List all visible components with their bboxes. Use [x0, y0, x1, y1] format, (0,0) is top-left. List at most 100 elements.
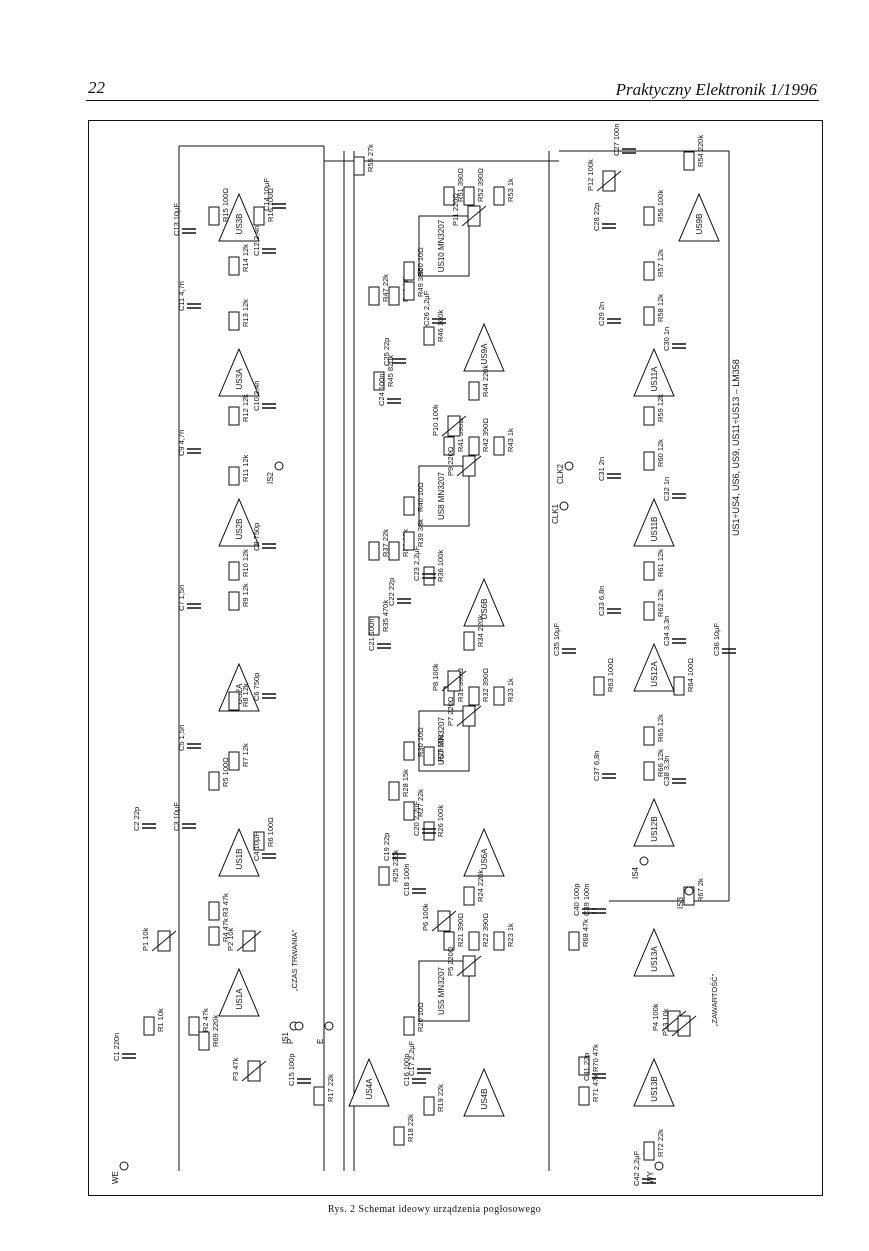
op-amp-us11b [633, 497, 675, 547]
op-amp-label-us13b: US13B [650, 1076, 659, 1101]
resistor-r46 [423, 326, 435, 346]
resistor-r2 [188, 1016, 200, 1036]
resistor-label-r16: R16 100Ω [266, 188, 275, 222]
resistor-r68 [568, 931, 580, 951]
op-amp-us4b [463, 1067, 505, 1117]
resistor-r64 [673, 676, 685, 696]
pot-wiper-p10 [441, 415, 467, 437]
resistor-r13 [228, 311, 240, 331]
resistor-label-r61: R61 12k [656, 549, 665, 577]
resistor-r20 [403, 1016, 415, 1036]
capacitor-label-c16: C16 100p [402, 1053, 411, 1086]
resistor-r42 [468, 436, 480, 456]
capacitor-label-c22: C22 22p [387, 578, 396, 606]
op-amp-us3b [218, 192, 260, 242]
resistor-label-r26: R26 100k [436, 805, 445, 837]
resistor-r36 [423, 566, 435, 586]
resistor-r4 [208, 926, 220, 946]
resistor-r21 [443, 931, 455, 951]
pot-label-p3: P3 47k [231, 1057, 240, 1081]
resistor-label-r52: R52 390Ω [476, 168, 485, 202]
resistor-label-r49: R49 33k [416, 269, 425, 297]
resistor-label-r68: R68 47k [581, 919, 590, 947]
resistor-r59 [643, 406, 655, 426]
capacitor-label-c32: C32 1n [662, 477, 671, 501]
resistor-r63 [593, 676, 605, 696]
op-amp-us9b [678, 192, 720, 242]
bbd-chip-4 [418, 215, 470, 277]
capacitor-label-c20: C20 2,2μF [412, 800, 421, 836]
resistor-label-r19: R19 22k [436, 1084, 445, 1112]
resistor-label-r15: R15 100Ω [221, 188, 230, 222]
resistor-r33 [493, 686, 505, 706]
resistor-r12 [228, 406, 240, 426]
resistor-r65 [643, 726, 655, 746]
op-amp-us1b [218, 827, 260, 877]
resistor-r61 [643, 561, 655, 581]
control-label-czas: „CZAS TRWANIA” [290, 929, 299, 991]
resistor-r38 [388, 541, 400, 561]
resistor-r11 [228, 466, 240, 486]
resistor-label-r46: R46 100k [436, 310, 445, 342]
resistor-label-r25: R25 220k [391, 850, 400, 882]
op-amp-us12b [633, 797, 675, 847]
op-amp-us6a [463, 827, 505, 877]
pot-wiper-p7 [456, 705, 482, 727]
pot-wiper-p5 [456, 955, 482, 977]
resistor-r49 [403, 281, 415, 301]
resistor-r47 [368, 286, 380, 306]
pot-label-p4: P4 100k [651, 1003, 660, 1031]
resistor-r48 [388, 286, 400, 306]
resistor-r57 [643, 261, 655, 281]
op-amp-us4a [348, 1057, 390, 1107]
bbd-chip-3 [418, 465, 470, 527]
resistor-r16 [253, 206, 265, 226]
connector-label-is1-2: IS1 [281, 1031, 290, 1044]
capacitor-label-c35: C35 10μF [552, 622, 561, 656]
resistor-label-r33: R33 1k [506, 678, 515, 702]
resistor-label-r1: R1 10k [156, 1008, 165, 1032]
resistor-label-r14: R14 12k [241, 244, 250, 272]
capacitor-label-c40: C40 100p [572, 883, 581, 916]
resistor-r15 [208, 206, 220, 226]
capacitor-label-c23: C23 2,2μF [412, 545, 421, 581]
resistor-label-r24: R24 220k [476, 870, 485, 902]
connector-label-e-9: E [316, 1039, 325, 1044]
resistor-label-r64: R64 100Ω [686, 658, 695, 692]
resistor-label-r36: R36 100k [436, 550, 445, 582]
capacitor-label-c11: C11 4,7n [177, 281, 186, 311]
resistor-label-r40: R40 10Ω [416, 482, 425, 512]
capacitor-label-c41: C41 22p [582, 1053, 591, 1081]
bbd-chip-label-4: US10 MN3207 [437, 219, 446, 272]
op-amp-us13a [633, 927, 675, 977]
connector-label-clk2-7: CLK2 [556, 463, 565, 484]
pot-label-p5: P5 220Ω [446, 946, 455, 976]
connector-label-is3-4: IS3 [676, 896, 685, 909]
pot-label-p2: P2 10k [226, 927, 235, 951]
resistor-label-r58: R58 12k [656, 294, 665, 322]
page-number: 22 [88, 78, 105, 97]
op-amp-us13b [633, 1057, 675, 1107]
pot-label-p7: P7 220Ω [446, 696, 455, 726]
resistor-label-r43: R43 1k [506, 428, 515, 452]
capacitor-label-c7: C7 1,5n [177, 585, 186, 611]
op-amp-label-us9a: US9A [480, 343, 489, 365]
op-amp-label-us6b: US6B [480, 599, 489, 620]
resistor-r70 [578, 1056, 590, 1076]
resistor-r6 [253, 831, 265, 851]
connector-is3-4 [684, 886, 694, 896]
op-amp-us9a [463, 322, 505, 372]
connector-we-0 [119, 1161, 129, 1171]
bbd-chip-label-2: US7 MN3207 [437, 716, 446, 765]
resistor-r23 [493, 931, 505, 951]
resistor-r50 [403, 261, 415, 281]
op-amp-label-us4a: US4A [365, 1078, 374, 1100]
resistor-label-r67: R67 2k [696, 878, 705, 902]
capacitor-label-c29: C29 2n [597, 302, 606, 326]
resistor-label-r10: R10 12k [241, 549, 250, 577]
resistor-r24 [463, 886, 475, 906]
resistor-r34 [463, 631, 475, 651]
resistor-label-r4: R4 47k [221, 918, 230, 942]
resistor-label-r35: R35 470k [381, 600, 390, 632]
resistor-r62 [643, 601, 655, 621]
